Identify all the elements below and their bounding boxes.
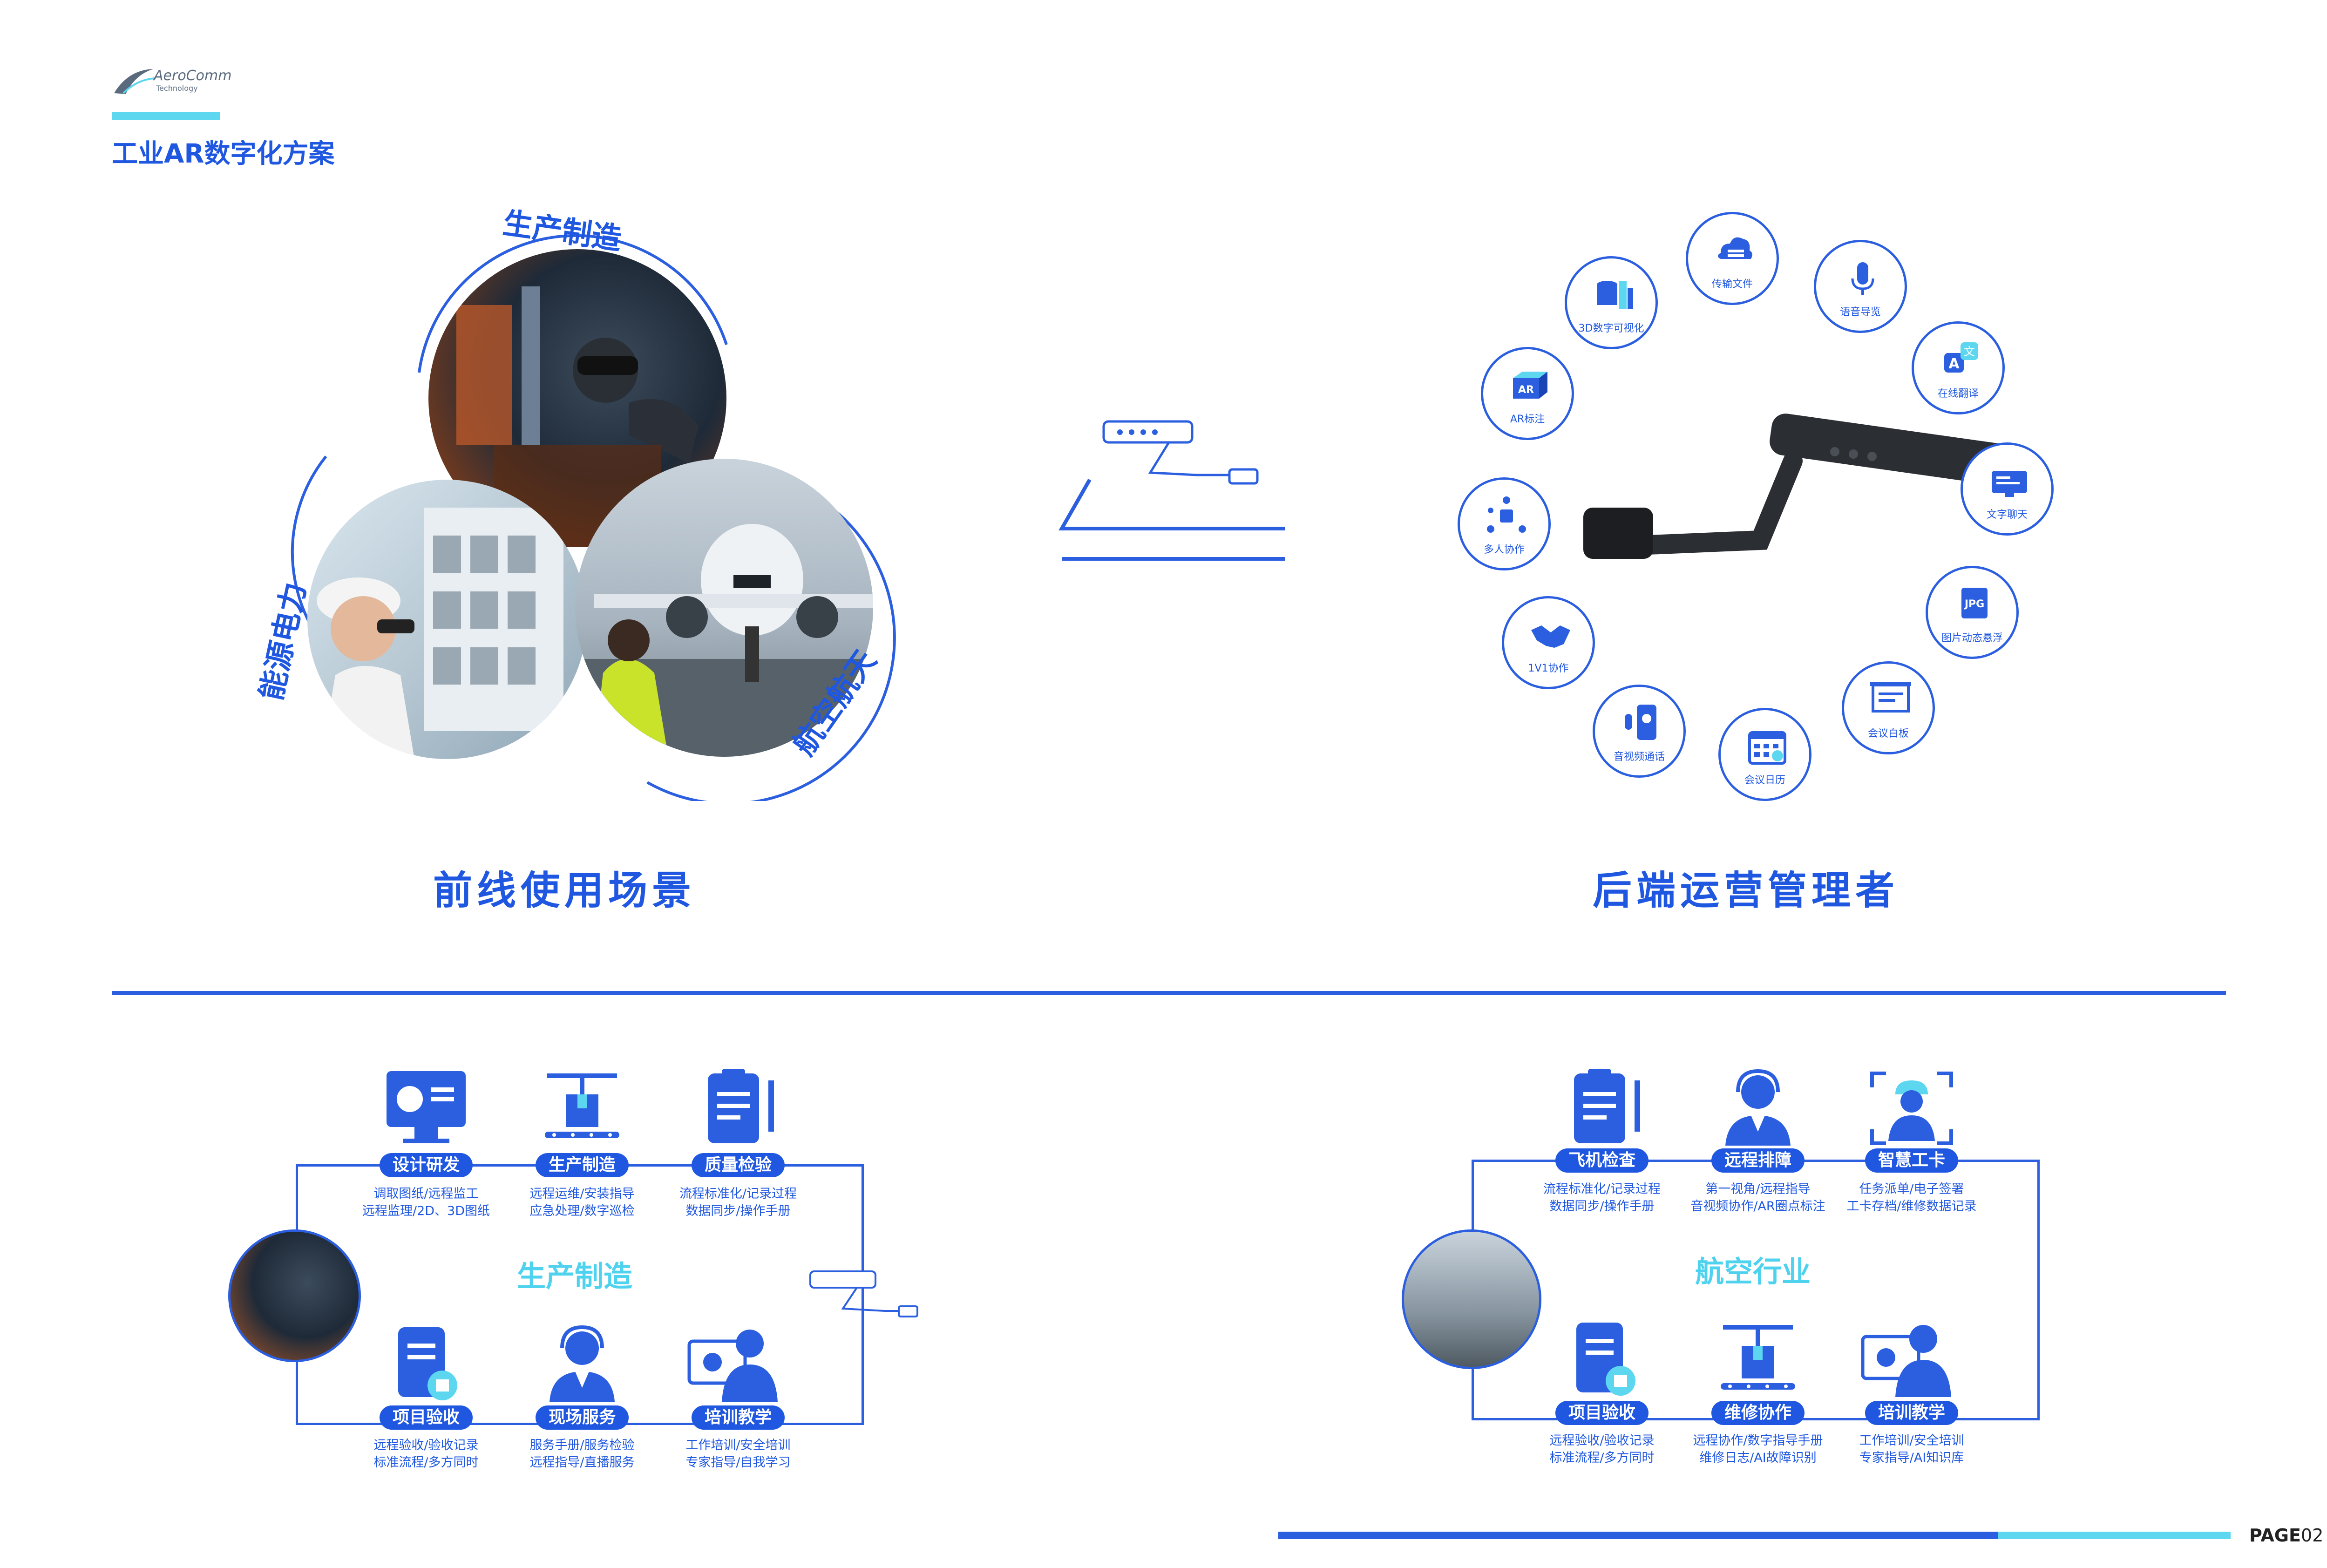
mfg-item-pill[interactable]: 生产制造 xyxy=(536,1153,629,1177)
avn-item-desc: 远程验收/验收记录标准流程/多方同时 xyxy=(1549,1433,1655,1465)
avn-item-desc: 任务派单/电子签署工卡存档/维修数据记录 xyxy=(1846,1182,1977,1214)
handshake-icon xyxy=(1531,625,1570,648)
avn-item-pill[interactable]: 智慧工卡 xyxy=(1865,1148,1958,1173)
cloud-transfer-icon xyxy=(1718,237,1752,259)
ar-box-icon: AR xyxy=(1513,372,1547,399)
headset-icon xyxy=(550,1325,615,1402)
feature-label: AR标注 xyxy=(1510,414,1545,425)
mfg-item-pill[interactable]: 现场服务 xyxy=(536,1405,629,1430)
avn-item-desc: 流程标准化/记录过程数据同步/操作手册 xyxy=(1543,1182,1661,1214)
feature-transfer-file[interactable]: 传输文件 xyxy=(1686,212,1779,305)
feature-label: 多人协作 xyxy=(1483,544,1525,556)
jpg-icon: JPG xyxy=(1961,588,1988,618)
trainer-icon xyxy=(687,1330,778,1402)
feature-whiteboard[interactable]: 会议白板 xyxy=(1842,661,1935,754)
feature-label: 语音导览 xyxy=(1839,306,1881,318)
chat-screen-icon xyxy=(1992,471,2027,497)
feature-label: 图片动态悬浮 xyxy=(1941,632,2003,644)
svg-text:A: A xyxy=(1948,356,1960,372)
avn-item-desc: 第一视角/远程指导音视频协作/AR圈点标注 xyxy=(1690,1182,1825,1214)
clipboard-icon xyxy=(708,1069,774,1143)
footer-bar xyxy=(1278,1532,2005,1539)
feature-image-float[interactable]: JPG 图片动态悬浮 xyxy=(1926,566,2019,659)
svg-text:文: 文 xyxy=(1964,345,1975,358)
section-divider xyxy=(112,991,2226,995)
aviation-title: 航空行业 xyxy=(1695,1255,1811,1289)
feature-label: 会议日历 xyxy=(1744,774,1785,786)
svg-text:JPG: JPG xyxy=(1964,598,1984,610)
aviation-photo xyxy=(575,459,873,757)
3d-chart-icon xyxy=(1597,281,1633,309)
feature-label: 文字聊天 xyxy=(1986,509,2028,521)
avn-item-pill[interactable]: 维修协作 xyxy=(1711,1401,1805,1425)
avn-item-desc: 工作培训/安全培训专家指导/AI知识库 xyxy=(1859,1433,1964,1465)
feature-label: 传输文件 xyxy=(1711,278,1753,290)
feature-label: 3D数字可视化 xyxy=(1578,323,1644,334)
feature-label: 在线翻译 xyxy=(1937,388,1979,400)
crane-icon xyxy=(545,1073,619,1138)
headset-icon xyxy=(1725,1069,1791,1146)
feature-text-chat[interactable]: 文字聊天 xyxy=(1961,442,2054,536)
page-number: PAGE02 xyxy=(2249,1525,2324,1546)
avn-item-pill[interactable]: 远程排障 xyxy=(1711,1148,1805,1173)
mfg-item-desc: 远程验收/验收记录标准流程/多方同时 xyxy=(373,1438,479,1470)
mfg-item-pill[interactable]: 培训教学 xyxy=(692,1405,785,1430)
translate-icon: A文 xyxy=(1944,342,1978,373)
whiteboard-icon xyxy=(1870,682,1911,713)
calendar-icon xyxy=(1748,731,1786,765)
avn-item-desc: 远程协作/数字指导手册维修日志/AI故障识别 xyxy=(1693,1433,1823,1465)
manufacturing-thumb xyxy=(228,1229,361,1362)
feature-label: 会议白板 xyxy=(1867,728,1909,740)
feature-1v1[interactable]: 1V1协作 xyxy=(1502,596,1595,689)
mfg-item-desc: 调取图纸/远程监工远程监理/2D、3D图纸 xyxy=(362,1187,490,1218)
energy-photo xyxy=(307,480,587,759)
feature-av-call[interactable]: 音视频通话 xyxy=(1593,685,1686,778)
ar-device-illustration xyxy=(1058,420,1285,561)
trainer-icon xyxy=(1861,1325,1951,1397)
aerocomm-logo xyxy=(114,69,156,94)
feature-label: 音视频通话 xyxy=(1613,751,1665,763)
page-title: 工业AR数字化方案 xyxy=(112,139,335,169)
feature-3d-visual[interactable]: 3D数字可视化 xyxy=(1565,256,1658,349)
approval-icon xyxy=(398,1327,457,1400)
headset-device-image xyxy=(1583,414,2012,559)
mini-device-icon xyxy=(809,1270,918,1317)
feature-voice-guide[interactable]: 语音导览 xyxy=(1814,240,1907,333)
backend-caption: 后端运营管理者 xyxy=(1593,868,1900,913)
crane-icon xyxy=(1721,1325,1795,1390)
aviation-thumb xyxy=(1402,1229,1541,1369)
clipboard-icon xyxy=(1574,1069,1640,1143)
svg-text:AR: AR xyxy=(1518,384,1534,396)
mfg-item-desc: 流程标准化/记录过程数据同步/操作手册 xyxy=(679,1187,797,1218)
video-call-icon xyxy=(1625,705,1656,740)
avn-item-pill[interactable]: 飞机检查 xyxy=(1555,1148,1649,1173)
feature-multi-collab[interactable]: 多人协作 xyxy=(1458,477,1551,570)
microphone-icon xyxy=(1851,262,1874,295)
approval-icon xyxy=(1576,1323,1635,1396)
feature-ar-annotation[interactable]: AR AR标注 xyxy=(1481,347,1574,440)
monitor-icon xyxy=(387,1071,466,1143)
worker-scan-icon xyxy=(1870,1072,1953,1145)
feature-calendar[interactable]: 会议日历 xyxy=(1718,708,1811,801)
feature-label: 1V1协作 xyxy=(1528,663,1569,674)
logo-subtitle: Technology xyxy=(156,84,198,93)
frontline-caption: 前线使用场景 xyxy=(433,868,696,913)
header-accent-bar xyxy=(112,112,220,120)
mfg-item-pill[interactable]: 项目验收 xyxy=(380,1405,473,1430)
avn-item-pill[interactable]: 项目验收 xyxy=(1555,1401,1649,1425)
team-icon xyxy=(1487,496,1526,533)
footer-accent-bar xyxy=(1998,1532,2231,1539)
logo-name: AeroComm xyxy=(154,68,232,84)
mfg-item-desc: 工作培训/安全培训专家指导/自我学习 xyxy=(685,1438,791,1470)
mfg-item-desc: 远程运维/安装指导应急处理/数字巡检 xyxy=(529,1187,635,1218)
mfg-item-pill[interactable]: 质量检验 xyxy=(692,1153,785,1177)
mfg-item-pill[interactable]: 设计研发 xyxy=(380,1153,473,1177)
avn-item-pill[interactable]: 培训教学 xyxy=(1865,1401,1958,1425)
manufacturing-title: 生产制造 xyxy=(517,1259,633,1293)
mfg-item-desc: 服务手册/服务检验远程指导/直播服务 xyxy=(529,1438,635,1470)
